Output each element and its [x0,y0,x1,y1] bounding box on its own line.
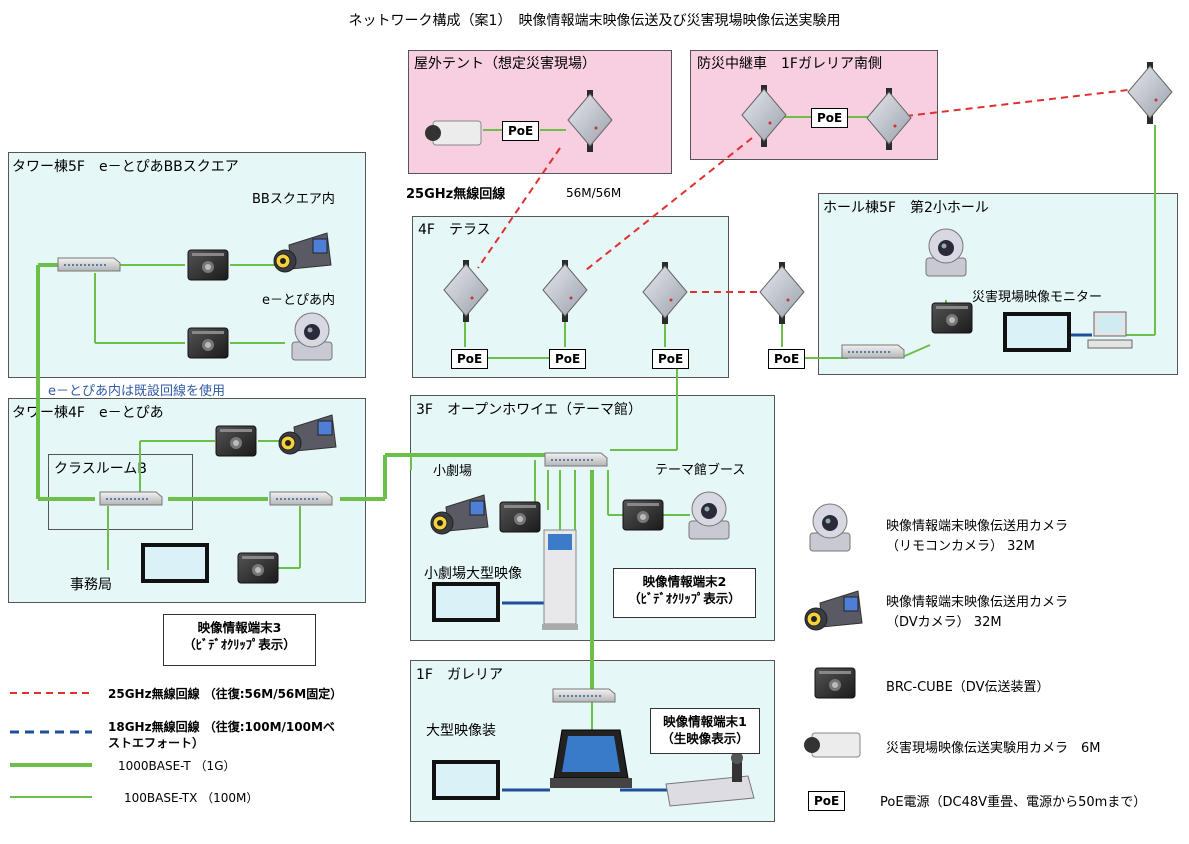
switch-classroom [99,491,163,506]
antenna-terrace-1 [443,259,489,323]
legend-brc-text: BRC-CUBE（DV伝送装置） [886,680,1050,695]
note-terminal-2-line2: （ﾋﾞﾃﾞｵｸﾘｯﾌﾟ表示） [628,591,741,606]
legend-lines [10,692,92,798]
dv-camera-bb [273,232,332,273]
antenna-relay-2 [866,87,912,151]
legend-remote-cam-text-2: （リモコンカメラ） 32M [886,539,1035,554]
legend-poe-icon: PoE [808,791,846,811]
brc-tower4f-1 [215,425,257,457]
legend-dv-camera-icon [804,590,863,631]
dv-camera-small-theater [430,494,489,535]
legend-poe-text: PoE電源（DC48V重畳、電源から50mまで） [880,795,1147,810]
note-terminal-3: 映像情報端末3 （ﾋﾞﾃﾞｵｸﾘｯﾌﾟ表示） [163,614,316,666]
monitor-small-theater [432,582,500,622]
area-tent [408,50,672,174]
big-display-label: 大型映像装 [426,723,496,739]
monitor-galleria [432,760,500,800]
monitor-hall [1003,312,1071,352]
dv-camera-tower4f [278,414,337,455]
links-18ghz [502,333,1092,792]
note-terminal-3-line2: （ﾋﾞﾃﾞｵｸﾘｯﾌﾟ表示） [183,637,296,652]
legend-100base-label: 100BASE-TX （100M） [124,791,259,805]
note-terminal-2-line1: 映像情報端末2 [642,574,727,589]
legend-dv-cam-text-2: （DVカメラ） 32M [886,615,1002,630]
area-open-foyer-label: 3F オープンホワイエ（テーマ館） [416,402,642,418]
area-tent-label: 屋外テント（想定災害現場） [414,56,596,72]
antenna-terrace-4 [759,261,805,325]
remote-camera-etopia [291,312,333,361]
area-classroom [48,454,193,530]
theme-booth-label: テーマ館ブース [655,463,746,478]
page-title: ネットワーク構成（案1） 映像情報端末映像伝送及び災害現場映像伝送実験用 [348,13,841,29]
classroom-label: クラスルームB [54,461,147,477]
poe-relay: PoE [811,108,849,128]
note-terminal-3-line1: 映像情報端末3 [197,620,282,635]
poe-hall: PoE [768,349,806,369]
small-theater-big-label: 小劇場大型映像 [424,566,522,582]
note-terminal-1-line1: 映像情報端末1 [663,714,747,729]
note-terminal-1-line2: （生映像表示） [661,731,749,746]
area-tower5f-label: タワー棟5F e－とぴあBBスクエア [12,159,239,175]
brc-hall [931,302,973,334]
antenna-terrace-2 [542,259,588,323]
antenna-hall-roof [1127,61,1173,125]
existing-line-note: e－とぴあ内は既設回線を使用 [48,384,225,399]
legend-25ghz-label: 25GHz無線回線 （往復:56M/56M固定） [108,687,343,701]
brc-small-theater [499,501,541,533]
area-tower4f-label: タワー棟4F e－とぴあ [12,405,164,421]
brc-tower5f-2 [187,327,229,359]
touch-panel-terminal [550,729,632,788]
poe-terrace-2: PoE [549,349,587,369]
links-100base-tx [94,116,1156,740]
remote-camera-hall [925,228,967,277]
wireless-band-label: 25GHz無線回線 [406,187,506,202]
switch-galleria [552,688,616,703]
etopia-inside-label: e－とぴあ内 [262,293,335,308]
wireless-rate-label: 56M/56M [566,186,622,200]
legend-remote-cam-text-1: 映像情報端末映像伝送用カメラ [886,519,1069,534]
area-galleria-label: 1F ガレリア [416,667,503,683]
area-terrace-label: 4F テラス [418,222,491,238]
kiosk-terminal [542,529,578,630]
legend-experimental-camera-icon [804,732,861,758]
poe-tent: PoE [502,121,540,141]
switch-tower4f [269,491,333,506]
legend-remote-camera-icon [809,503,851,552]
legend-18ghz-label-cont: ストエフォート） [108,736,205,750]
area-hall5f-label: ホール棟5F 第2小ホール [823,200,989,216]
brc-tower4f-2 [237,552,279,584]
links-25ghz [477,89,1129,293]
brc-tower5f-1 [187,249,229,281]
poe-terrace-1: PoE [451,349,489,369]
note-terminal-1: 映像情報端末1 （生映像表示） [650,708,760,754]
antenna-terrace-3 [642,261,688,325]
switch-hall [841,344,905,359]
poe-terrace-3: PoE [652,349,690,369]
small-theater-label: 小劇場 [433,464,473,479]
disaster-monitor-label: 災害現場映像モニター [972,290,1103,305]
brc-theme-booth [622,499,664,531]
antenna-relay-1 [741,84,787,148]
legend-18ghz-label: 18GHz無線回線 （往復:100M/100Mベ [108,720,335,734]
antenna-tent [567,89,613,153]
legend-brc-icon [814,667,856,699]
legend-dv-cam-text-1: 映像情報端末映像伝送用カメラ [886,595,1069,610]
experimental-camera [425,120,482,146]
office-label: 事務局 [70,577,112,593]
area-relay-car-label: 防災中継車 1Fガレリア南側 [697,56,882,72]
legend-1000base-label: 1000BASE-T （1G） [118,759,236,773]
legend-exp-cam-text: 災害現場映像伝送実験用カメラ 6M [886,741,1101,756]
switch-tower5f [57,257,121,272]
camera-controller [665,752,755,807]
pc-hall [1087,311,1133,349]
note-terminal-2: 映像情報端末2 （ﾋﾞﾃﾞｵｸﾘｯﾌﾟ表示） [613,568,756,618]
switch-foyer [544,452,608,467]
remote-camera-theme [688,491,730,540]
monitor-office [141,543,209,583]
bb-inside-label: BBスクエア内 [252,192,335,207]
